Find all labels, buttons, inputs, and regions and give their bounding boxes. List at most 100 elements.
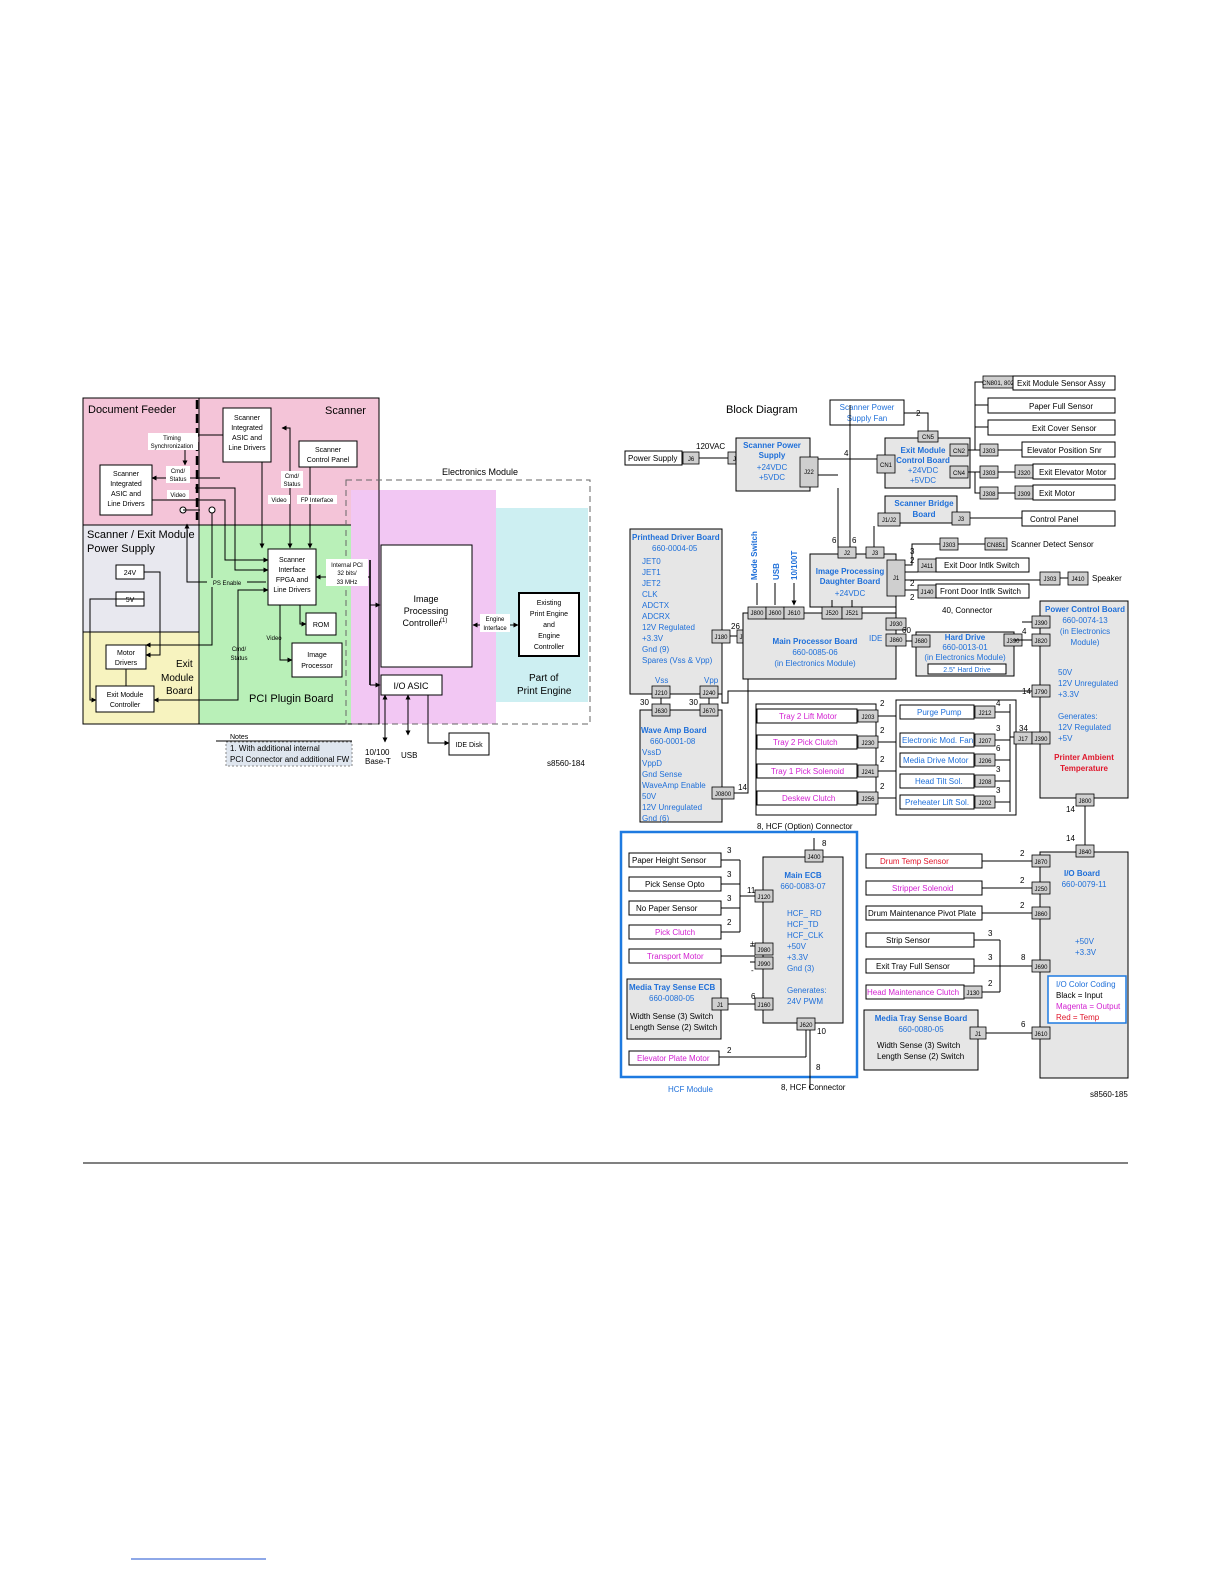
device-label: Purge Pump xyxy=(917,708,962,717)
board-label: 660-0080-05 xyxy=(649,994,695,1003)
video-arrow xyxy=(279,605,293,663)
device-label: Drum Maintenance Pivot Plate xyxy=(868,909,977,918)
zone-label: Module xyxy=(161,673,194,684)
wire-count: 2 xyxy=(1020,901,1025,910)
board-label: 660-0083-07 xyxy=(780,882,826,891)
notes-title: Notes xyxy=(230,734,249,741)
printhead-driver-board xyxy=(629,528,723,695)
connector-label: CN851 xyxy=(987,543,1006,549)
device-label: Exit Elevator Motor xyxy=(1039,468,1107,477)
device-box xyxy=(756,763,858,779)
box-label: Power Supply xyxy=(628,454,677,463)
board-label: +24VDC xyxy=(835,589,866,598)
connector xyxy=(877,512,901,527)
connector xyxy=(754,956,774,970)
connector-label: J390 xyxy=(1034,621,1048,627)
connector-label: J1 xyxy=(975,1032,982,1038)
connector-label: J980 xyxy=(757,948,771,954)
power-supply-box xyxy=(624,450,683,466)
connector-label: J690 xyxy=(1034,965,1048,971)
connector xyxy=(1075,844,1095,858)
connector-label: J256 xyxy=(861,797,875,803)
connector-label: J303 xyxy=(982,471,996,477)
wire-count: 26 xyxy=(731,622,740,631)
label-bg xyxy=(167,490,189,499)
label-bg xyxy=(281,471,303,488)
board-label: Wave Amp Board xyxy=(641,726,707,735)
wire xyxy=(660,698,710,704)
board-label: Main Processor Board xyxy=(773,637,858,646)
main-ecb-board xyxy=(762,856,844,1024)
block-label: IDE Disk xyxy=(455,742,483,749)
connector xyxy=(876,454,896,474)
wire-count: 4 xyxy=(844,449,849,458)
wire-count: 3 xyxy=(988,929,993,938)
device-box xyxy=(935,557,1030,573)
connector-label: CN801, 802 xyxy=(982,381,1015,387)
port-label: USB xyxy=(401,751,417,760)
board-label: I/O Board xyxy=(1064,869,1100,878)
connector-label: J790 xyxy=(1034,690,1048,696)
connector-label: J208 xyxy=(978,780,992,786)
wire-label: Video xyxy=(266,636,282,642)
ethernet-label: 10/100T xyxy=(790,551,799,580)
legend-item: Magenta = Output xyxy=(1056,1002,1121,1011)
image-processor-block xyxy=(291,642,343,678)
notes-box xyxy=(225,741,353,767)
board-items: HCF_ RD HCF_TD HCF_CLK +50V +3.3V Gnd (3… xyxy=(787,909,829,1006)
video-arrow xyxy=(152,499,269,563)
wire xyxy=(831,596,897,618)
device-label: Stripper Solenoid xyxy=(892,884,953,893)
connector-label: J180 xyxy=(714,635,728,641)
connector xyxy=(865,546,885,559)
board-items: +50V xyxy=(1075,937,1095,946)
connector-label: J800 xyxy=(1078,799,1092,805)
wire-count: 2 xyxy=(727,918,732,927)
hcf-module-frame xyxy=(619,830,859,1079)
connector-label: J860 xyxy=(1034,912,1048,918)
wire-count: 2 xyxy=(880,755,885,764)
wire-count: 8 xyxy=(816,1063,821,1072)
scanner-control-panel-block xyxy=(298,440,358,468)
junction xyxy=(208,506,216,514)
feeder-asic-block xyxy=(99,464,153,516)
device-box xyxy=(935,583,1030,599)
device-label: Elevator Position Snr xyxy=(1027,446,1102,455)
connector-label: J210 xyxy=(654,691,668,697)
device-label: Scanner Detect Sensor xyxy=(1011,540,1094,549)
device-label: Front Door Intlk Switch xyxy=(940,587,1021,596)
wire-count: 11 xyxy=(747,886,756,895)
connector-label: J670 xyxy=(702,709,716,715)
connector-label: J2 xyxy=(844,551,851,557)
connector-label: J22 xyxy=(804,470,814,476)
device-box xyxy=(1012,375,1116,391)
image-processing-controller-block xyxy=(380,544,473,668)
connector-label: J1 xyxy=(717,1003,724,1009)
connector-label: J6 xyxy=(688,457,695,463)
wire-count: 10 xyxy=(817,1027,826,1036)
output-group-frame xyxy=(895,699,1017,816)
5v-power-line xyxy=(89,598,144,703)
connector-label: J250 xyxy=(1034,887,1048,893)
wire-label: Vpp xyxy=(704,676,719,685)
board-label: 660-0001-08 xyxy=(650,737,696,746)
block-label: I/O ASIC xyxy=(393,681,429,691)
device-box xyxy=(899,794,975,810)
label-bg xyxy=(148,433,198,450)
footnote-marker: (1) xyxy=(440,618,447,624)
wire xyxy=(734,679,749,794)
diagram-title: Block Diagram xyxy=(726,404,798,416)
wire-bundle xyxy=(974,860,1032,993)
wire-label: 120VAC xyxy=(696,442,725,451)
output-group-frame xyxy=(755,703,877,816)
device-label: Tray 2 Pick Clutch xyxy=(773,738,838,747)
label-bg xyxy=(297,495,337,504)
connector-label: J870 xyxy=(1034,860,1048,866)
connector-label: J410 xyxy=(1071,577,1085,583)
